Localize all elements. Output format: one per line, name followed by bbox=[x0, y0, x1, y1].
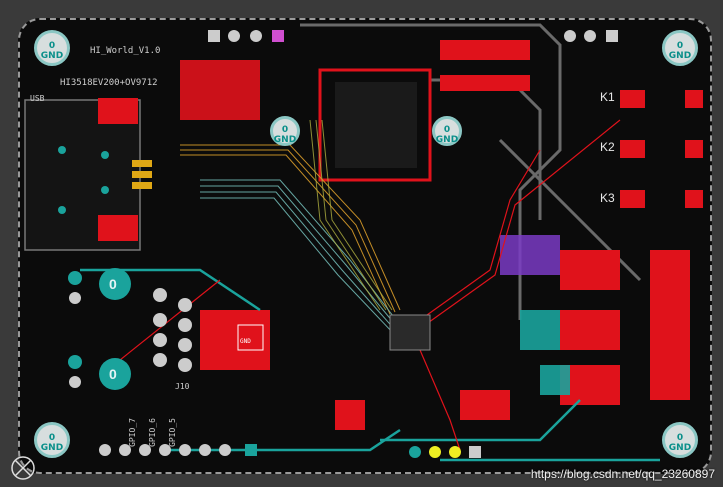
gpio-label-7: GPIO_7 bbox=[128, 418, 137, 447]
key-label-k1: K1 bbox=[600, 90, 615, 104]
j10-label: J10 bbox=[175, 382, 190, 391]
key-label-k2: K2 bbox=[600, 140, 615, 154]
gpio-label-6: GPIO_6 bbox=[148, 418, 157, 447]
chip-label: GND bbox=[240, 338, 251, 345]
board-title: HI_World_V1.0 bbox=[90, 46, 161, 56]
pad-label-lower: 0 bbox=[109, 366, 117, 382]
gpio-label-5: GPIO_5 bbox=[168, 418, 177, 447]
board-subtitle: HI3518EV200+OV9712 bbox=[60, 78, 158, 88]
compass-icon bbox=[11, 456, 35, 480]
usb-label: USB bbox=[30, 94, 45, 103]
pad-label-upper: 0 bbox=[109, 276, 117, 292]
key-label-k3: K3 bbox=[600, 191, 615, 205]
watermark-url: https://blog.csdn.net/qq_23260897 bbox=[530, 467, 715, 481]
pcb-layout-canvas bbox=[24, 23, 703, 462]
